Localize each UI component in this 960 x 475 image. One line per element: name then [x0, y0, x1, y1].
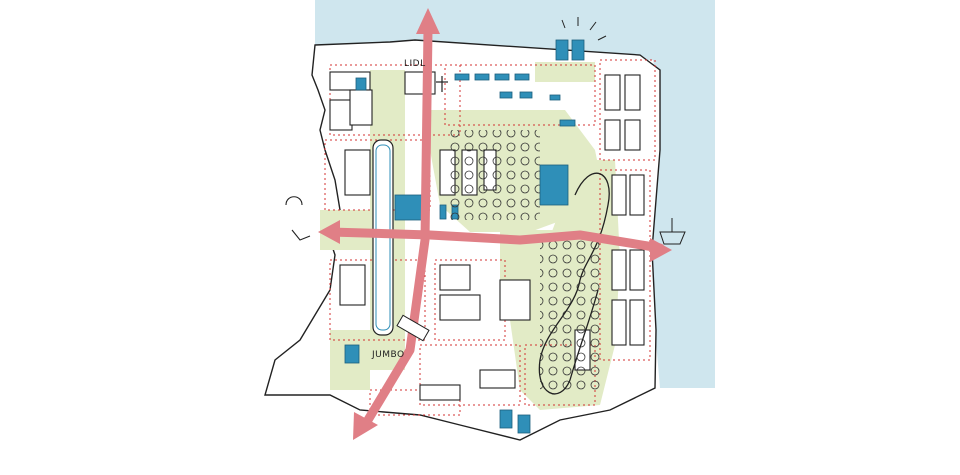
gate-icon [285, 196, 311, 241]
arrow-heads [318, 8, 672, 440]
park-loop-path [538, 172, 610, 395]
trees [450, 130, 600, 390]
bridge-icon [396, 314, 430, 342]
label-lidl: LIDL [404, 59, 426, 69]
boat-icon [659, 218, 686, 245]
label-jumbo: JUMBO [371, 350, 405, 360]
blue-buildings [344, 39, 585, 434]
route-arrows [325, 25, 665, 430]
cross-icon [436, 76, 448, 92]
sun-burst-icon [561, 17, 607, 41]
